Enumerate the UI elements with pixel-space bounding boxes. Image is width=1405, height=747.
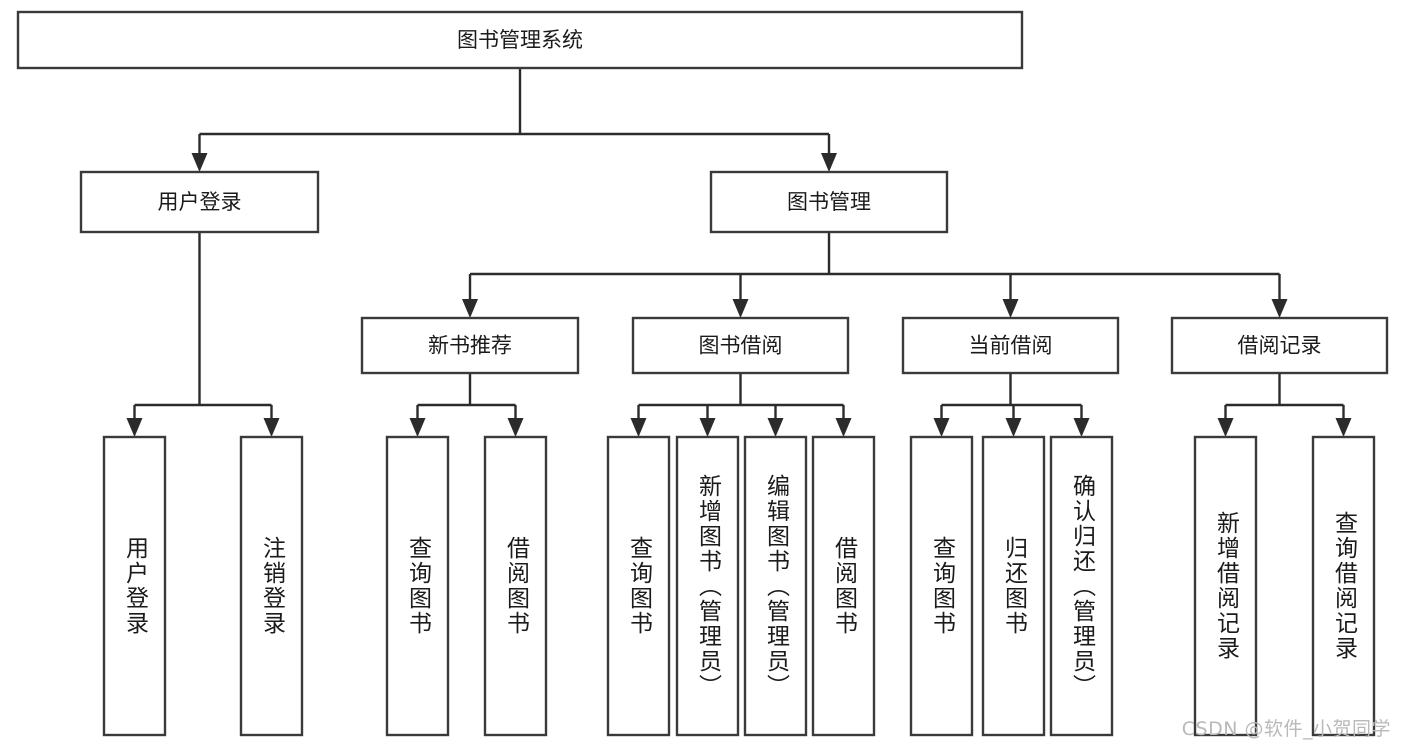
arrow-head-leaf-confirm-return	[1073, 418, 1090, 437]
arrow-head-level3-3	[1271, 299, 1288, 318]
node-leaf-confirm-return[interactable]	[1049, 435, 1114, 737]
node-label-user-login: 用户登录	[158, 190, 242, 214]
node-new-book-rec[interactable]	[360, 316, 580, 375]
node-leaf-edit-book[interactable]	[743, 435, 808, 737]
watermark-text: CSDN @软件_小贺同学	[1181, 718, 1391, 740]
arrow-head-level2-0	[191, 153, 208, 172]
connector-layer	[126, 68, 1352, 437]
node-leaf-borrow-book-1[interactable]	[483, 435, 548, 737]
node-leaf-add-record[interactable]	[1193, 435, 1258, 737]
node-root-system[interactable]	[16, 10, 1024, 70]
node-book-manage[interactable]	[709, 170, 949, 234]
node-leaf-return-book[interactable]	[981, 435, 1046, 737]
node-leaf-query-book-2[interactable]	[606, 435, 671, 737]
node-label-book-borrow: 图书借阅	[699, 334, 783, 358]
arrow-head-leaf-borrow-book-1	[507, 418, 524, 437]
node-label-current-borrow: 当前借阅	[969, 334, 1053, 358]
arrow-head-leaf-query-record	[1335, 418, 1352, 437]
arrow-head-leaf-edit-book	[767, 418, 784, 437]
arrow-head-leaf-add-book	[699, 418, 716, 437]
node-leaf-borrow-book-2[interactable]	[811, 435, 876, 737]
arrow-head-leaf-query-book-2	[630, 418, 647, 437]
node-label-book-manage: 图书管理	[787, 190, 871, 214]
node-label-new-book-rec: 新书推荐	[428, 334, 512, 358]
arrow-head-leaf-return-book	[1005, 418, 1022, 437]
node-label-borrow-record: 借阅记录	[1238, 334, 1322, 358]
node-label-root: 图书管理系统	[457, 28, 583, 52]
node-leaf-query-book-3[interactable]	[909, 435, 974, 737]
node-current-borrow[interactable]	[901, 316, 1120, 375]
arrow-head-leaf-add-record	[1217, 418, 1234, 437]
arrow-head-leaf-query-book-3	[933, 418, 950, 437]
node-leaf-user-logout[interactable]	[239, 435, 304, 737]
arrow-head-leaf-user-login	[126, 418, 143, 437]
node-book-borrow[interactable]	[631, 316, 850, 375]
arrow-head-leaf-user-logout	[263, 418, 280, 437]
node-leaf-query-record[interactable]	[1311, 435, 1376, 737]
arrow-head-level3-1	[732, 299, 749, 318]
node-leaf-user-login[interactable]	[102, 435, 167, 737]
box-layer	[16, 10, 1389, 737]
arrow-head-leaf-borrow-book-2	[835, 418, 852, 437]
arrow-head-level3-2	[1002, 299, 1019, 318]
arrow-head-level2-1	[821, 153, 837, 172]
arrow-head-leaf-query-book-1	[409, 418, 426, 437]
node-borrow-record[interactable]	[1170, 316, 1389, 375]
node-user-login[interactable]	[79, 170, 320, 234]
node-leaf-add-book[interactable]	[675, 435, 740, 737]
node-leaf-query-book-1[interactable]	[385, 435, 450, 737]
arrow-head-level3-0	[462, 299, 478, 318]
